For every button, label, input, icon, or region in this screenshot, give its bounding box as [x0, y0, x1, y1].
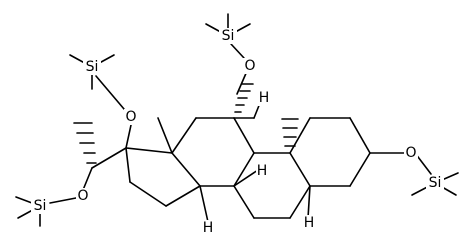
atom-o-left: O	[125, 109, 136, 125]
atom-h-c8: H	[257, 163, 268, 179]
hashed-bond-c10-methyl	[281, 118, 299, 147]
hashed-bond-c11-o	[234, 83, 254, 113]
atom-labels: Si O Si O Si O Si O H H H H	[31, 28, 444, 236]
atom-h-c9: H	[259, 90, 270, 106]
atom-o-right: O	[405, 145, 416, 161]
atom-h-c14: H	[203, 220, 214, 236]
atom-h-c5: H	[304, 215, 315, 231]
hashed-bond-c21	[73, 122, 97, 164]
atom-si-right: Si	[429, 175, 442, 191]
atom-si-top: Si	[222, 28, 235, 44]
atom-si-left: Si	[86, 59, 99, 75]
atom-si-bottom-left: Si	[34, 198, 47, 214]
atom-o-bottom-left: O	[77, 188, 88, 204]
atom-o-top: O	[244, 58, 255, 74]
